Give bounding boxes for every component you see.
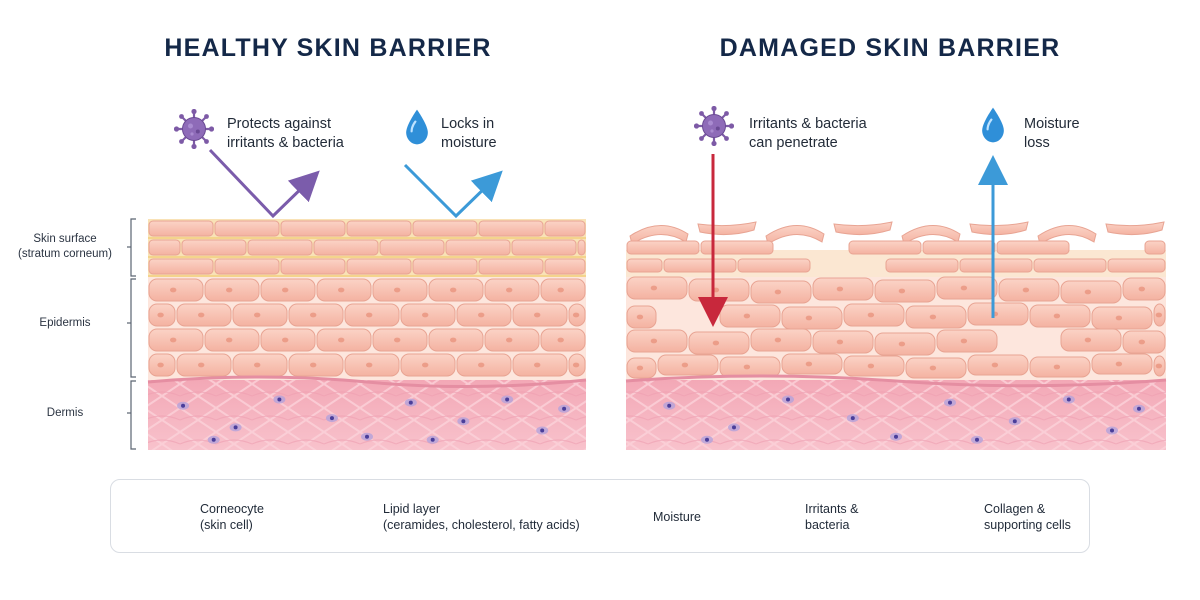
corneocyte-cell: [848, 240, 922, 255]
corneocyte-cell: [247, 239, 313, 256]
damaged-stratum-corneum: [626, 221, 1166, 273]
flaking-cell: [969, 221, 1029, 236]
layer-brackets: [127, 218, 136, 450]
corneocyte-cell: [737, 258, 811, 273]
epidermis-label: Epidermis: [39, 317, 91, 329]
corneocyte-cell: [1033, 258, 1107, 273]
irritants-penetrate-callout: Irritants & bacteria can penetrate: [749, 115, 919, 153]
corneocyte-cell: [663, 258, 737, 273]
protects-line-1: Protects against: [227, 116, 331, 132]
corneocyte-cell: [922, 240, 996, 255]
droplet-icon: [405, 108, 429, 146]
corneocyte-cell: [379, 239, 445, 256]
protects-line-2: irritants & bacteria: [227, 135, 344, 151]
corneocyte-cell: [412, 220, 478, 237]
corneocyte-cell: [148, 220, 214, 237]
healthy-title: HEALTHY SKIN BARRIER: [164, 34, 492, 62]
corneocyte-cell: [181, 239, 247, 256]
protects-callout: Protects against irritants & bacteria: [227, 115, 397, 153]
bracket-icon: [130, 380, 136, 450]
corneocyte-cell: [478, 258, 544, 275]
healthy-epidermis: [148, 278, 586, 377]
legend: Corneocyte (skin cell) Lipid layer (cera…: [110, 479, 1090, 553]
corneocyte-cell: [700, 240, 774, 255]
droplet-icon: [981, 106, 1005, 144]
corneocyte-cell: [346, 220, 412, 237]
flaking-cell: [1037, 225, 1097, 245]
damaged-title: DAMAGED SKIN BARRIER: [719, 34, 1061, 62]
corneocyte-cell: [148, 239, 181, 256]
corneocyte-cell: [511, 239, 577, 256]
legend-lipid-layer: Lipid layer (ceramides, cholesterol, fat…: [383, 502, 580, 532]
flaking-cell: [901, 225, 961, 245]
corneocyte-cell: [1144, 240, 1166, 255]
corneocyte-cell: [478, 220, 544, 237]
moisture-loss-callout: Moisture loss: [1024, 115, 1194, 153]
healthy-stratum-corneum: [148, 220, 586, 277]
corneocyte-cell: [1107, 258, 1166, 273]
virus-icon: [174, 109, 214, 149]
locks-callout: Locks in moisture: [441, 115, 611, 153]
flaking-cell: [697, 221, 757, 236]
corneocyte-cell: [544, 258, 586, 275]
legend-irritants: Irritants & bacteria: [805, 502, 859, 532]
moisture-locked-arrow-icon: [403, 163, 503, 219]
corneocyte-cell: [214, 258, 280, 275]
corneocyte-cell: [996, 240, 1070, 255]
corneocyte-cell: [626, 240, 700, 255]
damaged-epidermis: [626, 276, 1166, 379]
dermis-label: Dermis: [46, 407, 84, 419]
locks-line-2: moisture: [441, 135, 497, 151]
corneocyte-cell: [280, 258, 346, 275]
flaking-cell: [765, 225, 825, 245]
corneocyte-cell: [577, 239, 586, 256]
flaking-cell: [1105, 221, 1165, 236]
corneocyte-cell: [148, 258, 214, 275]
healthy-skin-panel: [147, 219, 587, 450]
irritants-line-1: Irritants & bacteria: [749, 116, 867, 132]
locks-line-1: Locks in: [441, 116, 495, 132]
legend-moisture: Moisture: [653, 510, 701, 524]
corneocyte-cell: [626, 258, 663, 273]
skin-surface-label: Skin surface (stratum corneum): [18, 233, 112, 260]
flaking-cell: [833, 221, 893, 236]
corneocyte-cell: [445, 239, 511, 256]
moisture-loss-line-1: Moisture: [1024, 116, 1080, 132]
irritants-line-2: can penetrate: [749, 135, 838, 151]
corneocyte-cell: [313, 239, 379, 256]
legend-collagen: Collagen & supporting cells: [984, 502, 1071, 532]
corneocyte-cell: [412, 258, 478, 275]
corneocyte-cell: [544, 220, 586, 237]
bracket-icon: [130, 218, 136, 277]
legend-corneocyte: Corneocyte (skin cell): [200, 502, 264, 532]
bracket-icon: [130, 278, 136, 378]
corneocyte-cell: [885, 258, 959, 273]
flaking-cell: [629, 225, 689, 245]
corneocyte-cell: [959, 258, 1033, 273]
damaged-skin-panel: [625, 221, 1167, 450]
virus-icon: [694, 106, 734, 146]
corneocyte-cell: [280, 220, 346, 237]
moisture-loss-line-2: loss: [1024, 135, 1050, 151]
deflect-arrow-icon: [208, 148, 320, 219]
corneocyte-cell: [214, 220, 280, 237]
corneocyte-cell: [346, 258, 412, 275]
